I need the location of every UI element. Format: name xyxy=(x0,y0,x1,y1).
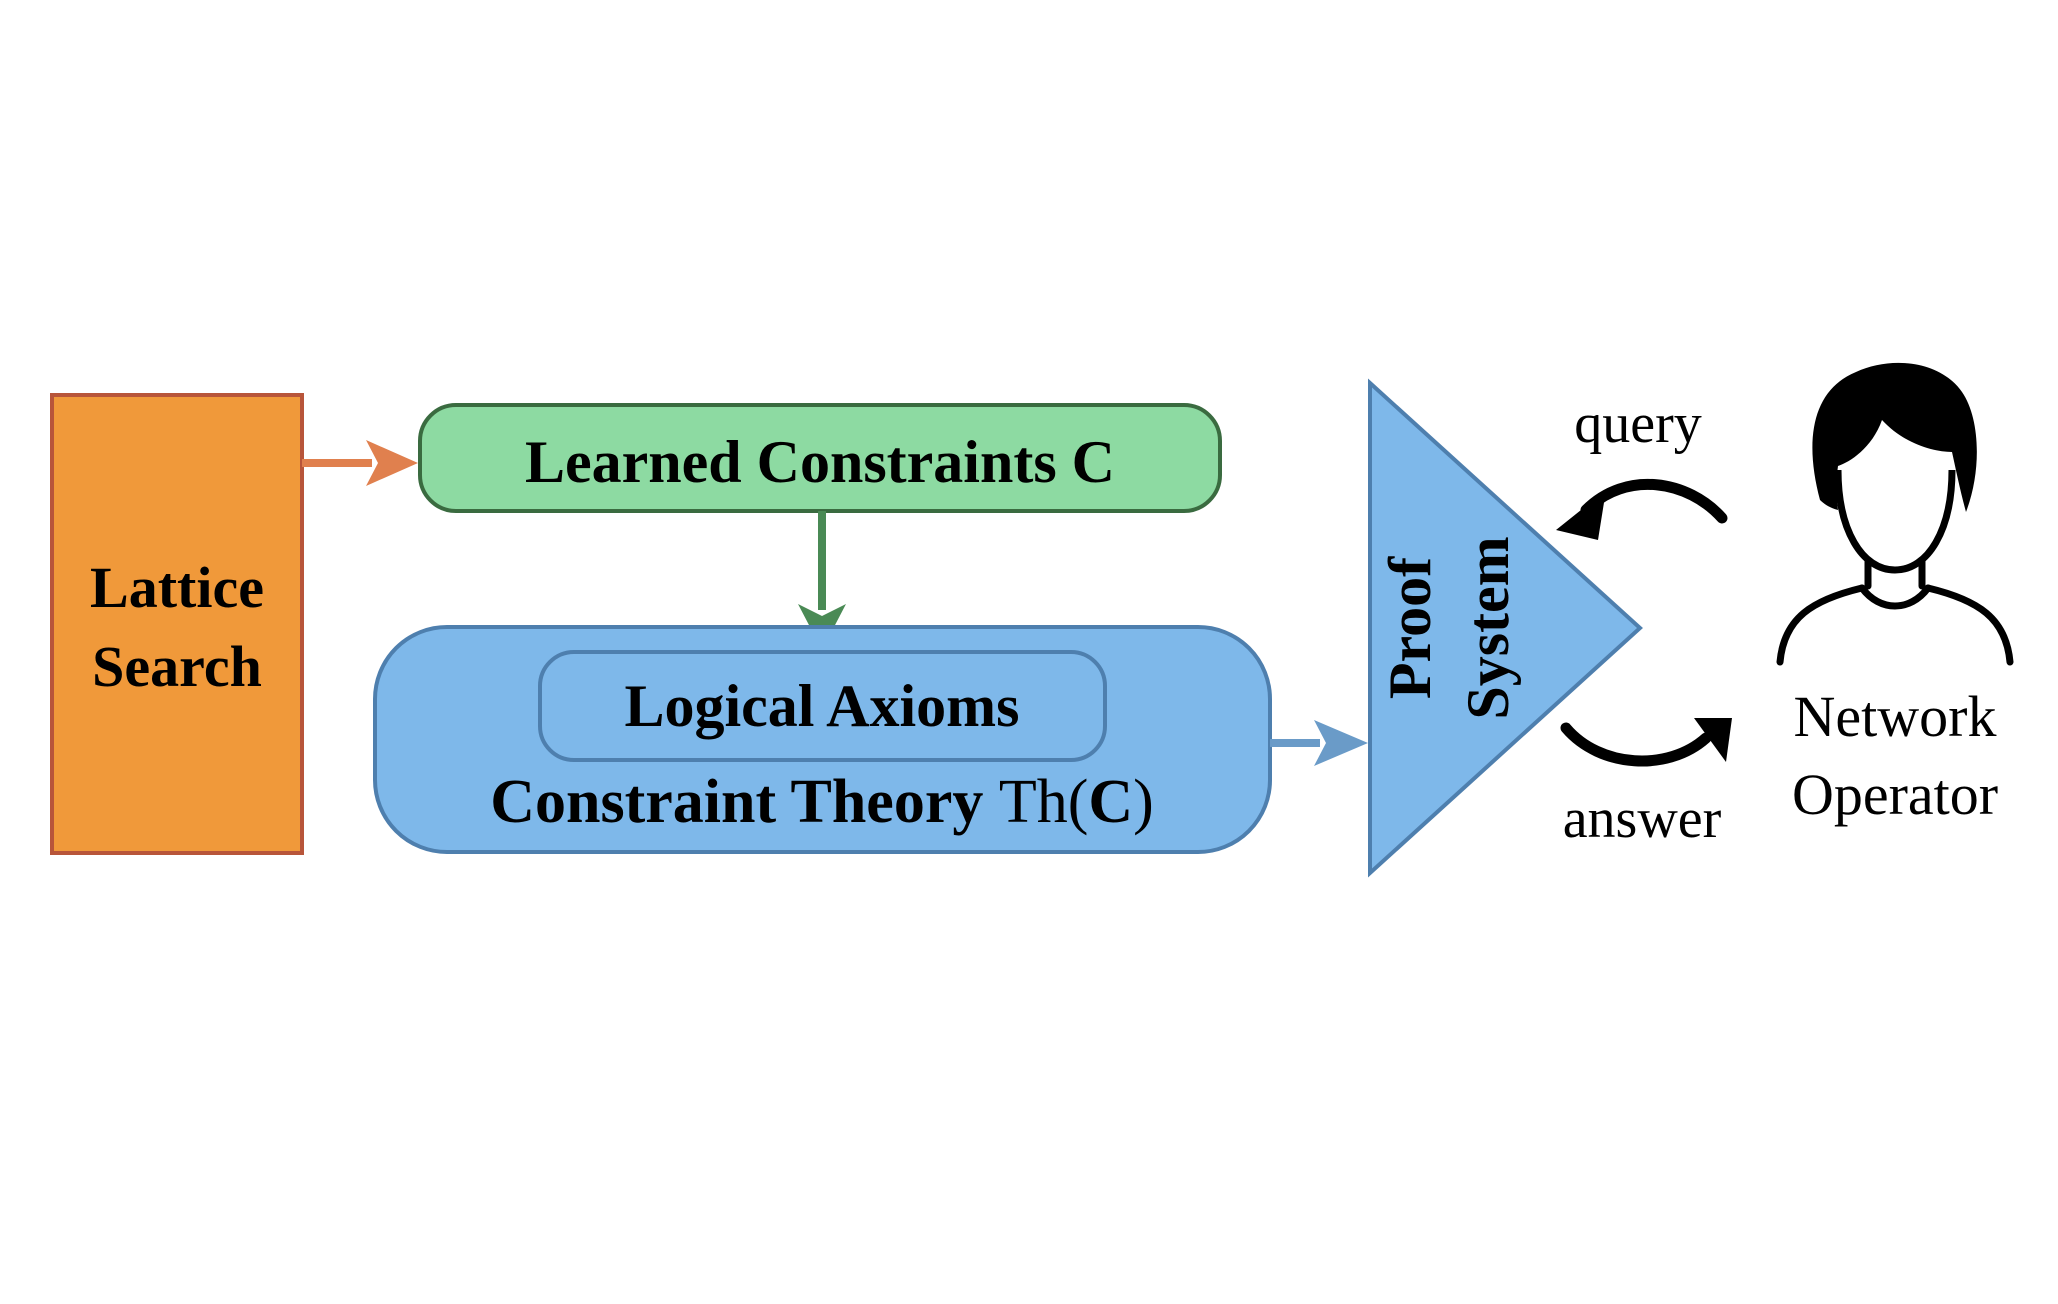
learned-constraints-label: Learned Constraints C xyxy=(525,429,1115,495)
arrow-lattice-to-constraints xyxy=(302,440,418,486)
answer-label: answer xyxy=(1563,788,1722,850)
constraint-theory-label-th: Th( xyxy=(999,768,1089,836)
constraint-theory-label-c: C xyxy=(1088,768,1133,836)
logical-axioms-label: Logical Axioms xyxy=(624,673,1019,739)
arrow-theory-to-proof xyxy=(1270,720,1368,766)
constraint-theory-label-close: ) xyxy=(1133,768,1154,836)
proof-system-label-line2: System xyxy=(1455,536,1521,719)
constraint-theory-label-bold: Constraint Theory xyxy=(490,768,999,836)
network-operator-label-line2: Operator xyxy=(1792,762,1998,827)
network-operator-label-line1: Network xyxy=(1794,684,1997,749)
constraint-theory-label: Constraint Theory Th(C) xyxy=(490,768,1154,836)
lattice-search-label-line1: Lattice xyxy=(90,555,264,620)
answer-arrow xyxy=(1560,718,1732,767)
lattice-search-box xyxy=(50,393,304,855)
proof-system-triangle xyxy=(1368,378,1643,878)
logical-axioms-box xyxy=(538,650,1107,762)
query-arrow xyxy=(1556,478,1728,540)
person-icon xyxy=(1776,362,2014,666)
lattice-search-label-line2: Search xyxy=(92,634,262,699)
query-label: query xyxy=(1574,393,1702,455)
proof-system-label-line1: Proof xyxy=(1377,556,1443,699)
